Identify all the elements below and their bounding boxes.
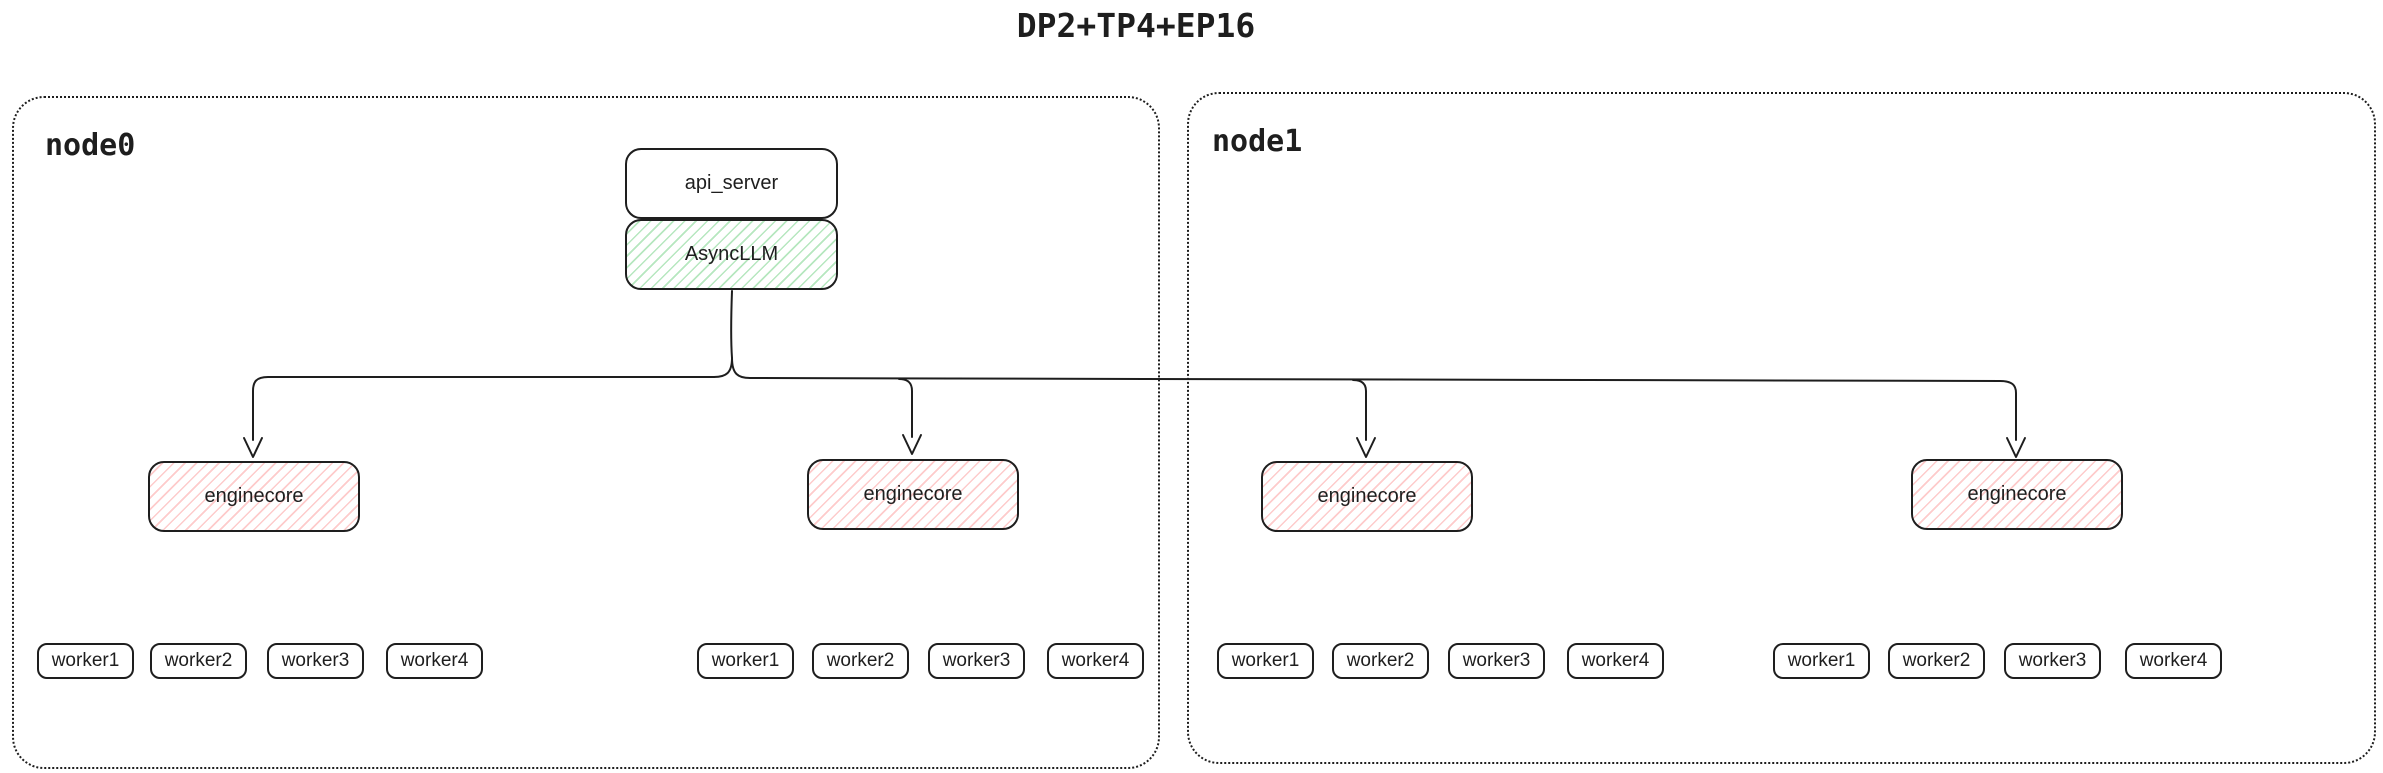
worker-box: worker4: [1567, 643, 1664, 679]
worker-box: worker3: [1448, 643, 1545, 679]
node1-label: node1: [1212, 124, 1303, 159]
enginecore-label: enginecore: [863, 483, 963, 505]
enginecore-box-2: enginecore: [807, 459, 1019, 530]
worker-box: worker2: [150, 643, 247, 679]
worker-box: worker2: [1888, 643, 1985, 679]
enginecore-label: enginecore: [1317, 485, 1417, 507]
worker-box: worker1: [697, 643, 794, 679]
enginecore-label: enginecore: [1967, 483, 2067, 505]
asyncllm-label: AsyncLLM: [684, 243, 779, 265]
worker-box: worker3: [2004, 643, 2101, 679]
enginecore-box-1: enginecore: [148, 461, 360, 532]
worker-box: worker3: [267, 643, 364, 679]
enginecore-box-4: enginecore: [1911, 459, 2123, 530]
api-server-label: api_server: [684, 172, 779, 194]
worker-box: worker1: [1773, 643, 1870, 679]
api-server-box: api_server: [625, 148, 838, 219]
worker-box: worker1: [37, 643, 134, 679]
worker-box: worker1: [1217, 643, 1314, 679]
enginecore-label: enginecore: [204, 485, 304, 507]
worker-box: worker2: [812, 643, 909, 679]
enginecore-box-3: enginecore: [1261, 461, 1473, 532]
worker-box: worker4: [2125, 643, 2222, 679]
diagram-title: DP2+TP4+EP16: [1016, 6, 1256, 45]
node0-label: node0: [45, 128, 136, 163]
asyncllm-box: AsyncLLM: [625, 219, 838, 290]
worker-box: worker4: [1047, 643, 1144, 679]
worker-box: worker4: [386, 643, 483, 679]
worker-box: worker2: [1332, 643, 1429, 679]
worker-box: worker3: [928, 643, 1025, 679]
